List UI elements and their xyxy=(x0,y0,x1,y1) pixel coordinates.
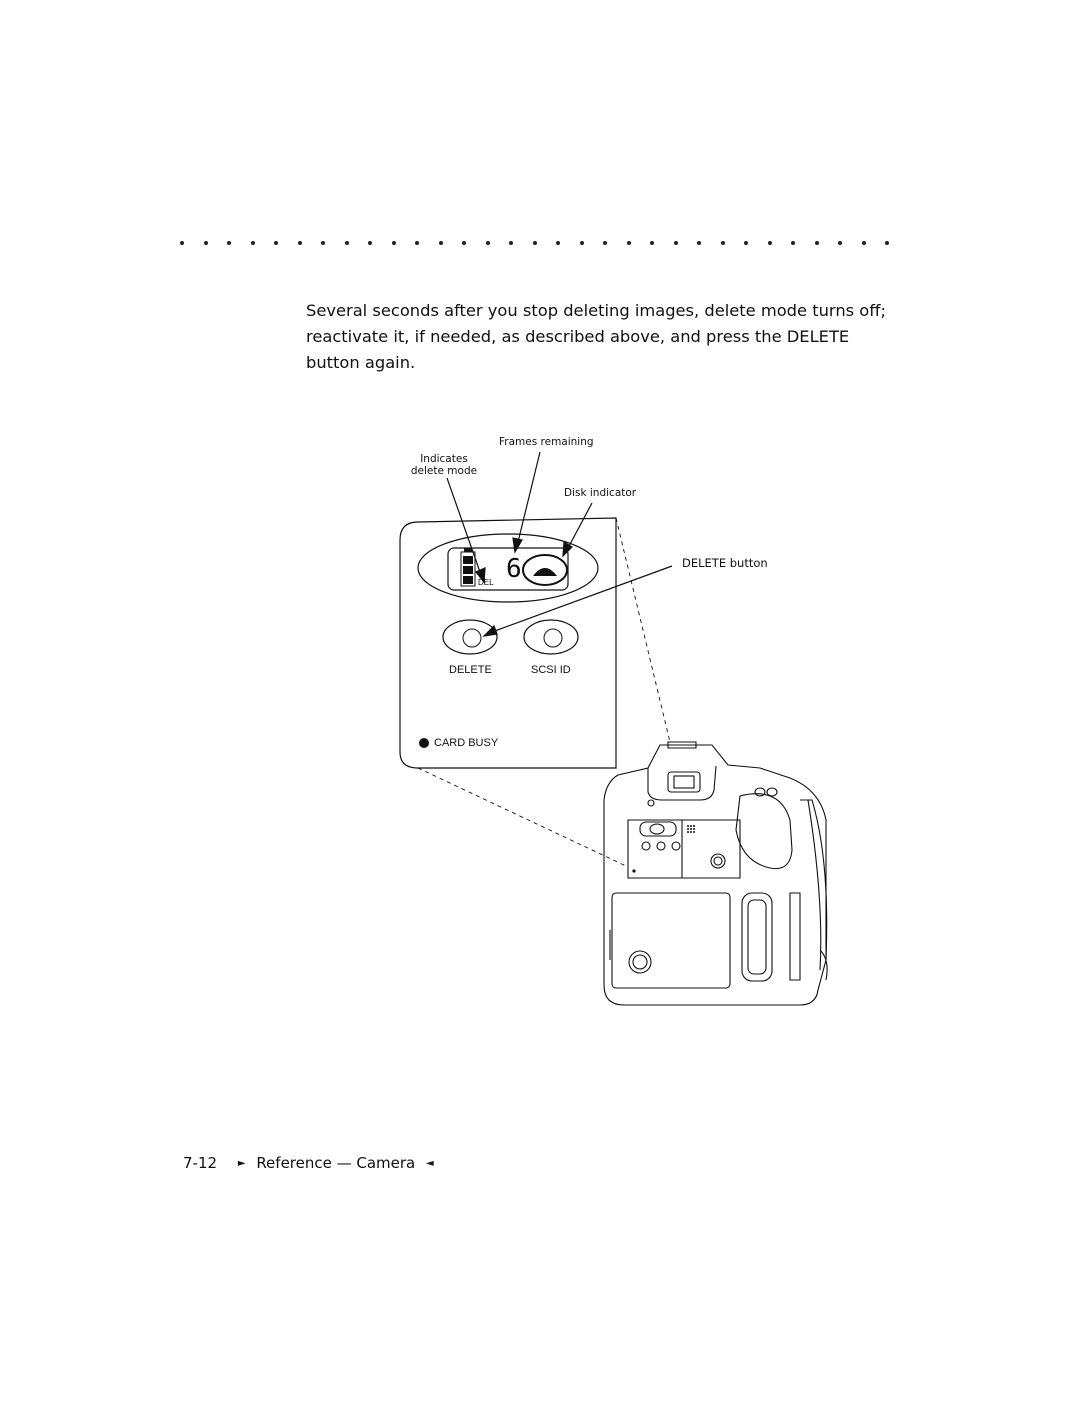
lcd-del-label: DEL xyxy=(478,578,494,587)
callout-indicates-delete-mode: Indicates delete mode xyxy=(410,453,478,477)
delete-button-housing xyxy=(442,619,498,655)
callout-arrows xyxy=(446,451,673,637)
separator-dot xyxy=(791,241,795,245)
separator-dot xyxy=(485,241,490,245)
separator-dot xyxy=(344,241,349,245)
separator-dot xyxy=(532,241,537,245)
callout-delete-button: DELETE button xyxy=(682,556,768,570)
delete-button xyxy=(462,628,482,648)
callout-frames-remaining: Frames remaining xyxy=(499,436,594,448)
panel-scsi-label: SCSI ID xyxy=(531,664,571,676)
scsi-button xyxy=(543,628,563,648)
scsi-button-housing xyxy=(523,619,579,655)
separator-dot xyxy=(180,241,184,245)
separator-dot xyxy=(297,241,302,245)
disk-indicator-icon xyxy=(522,554,568,586)
separator-dot xyxy=(274,241,278,245)
panel-delete-label: DELETE xyxy=(449,664,492,676)
card-busy-led xyxy=(419,738,429,748)
separator-dot xyxy=(838,241,842,245)
separator-dot xyxy=(368,241,372,245)
separator-dot xyxy=(814,241,819,245)
separator-dot xyxy=(391,241,396,245)
separator-dot xyxy=(250,241,255,245)
separator-dot xyxy=(579,241,584,245)
separator-dot xyxy=(438,241,443,245)
zoom-lines xyxy=(417,517,671,867)
separator-dot xyxy=(650,241,654,245)
lcd-frame-count: 6 xyxy=(506,554,522,584)
left-triangle-icon: ◄ xyxy=(426,1158,434,1169)
separator-dot xyxy=(227,241,231,245)
separator-dot xyxy=(626,241,631,245)
separator-dot xyxy=(720,241,725,245)
instruction-paragraph: Several seconds after you stop deleting … xyxy=(306,301,886,372)
panel-card-busy-label: CARD BUSY xyxy=(434,737,499,749)
right-triangle-icon: ► xyxy=(237,1158,246,1169)
separator-dot xyxy=(861,241,866,245)
separator-dot xyxy=(203,241,208,245)
separator-dot xyxy=(603,241,607,245)
separator-dot xyxy=(673,241,678,245)
battery-icon xyxy=(460,548,476,587)
separator-dot xyxy=(885,241,889,245)
camera-body xyxy=(603,741,828,1006)
separator-dot xyxy=(462,241,466,245)
page-footer: 7-12 ► Reference — Camera ◄ xyxy=(183,1154,440,1172)
lcd-window xyxy=(447,547,569,591)
separator-dot xyxy=(744,241,748,245)
separator-dot xyxy=(509,241,513,245)
page-number: 7-12 xyxy=(183,1154,218,1172)
camera-speaker-grille xyxy=(632,825,695,873)
separator-dot xyxy=(556,241,560,245)
separator-dot xyxy=(321,241,325,245)
separator-dot xyxy=(415,241,419,245)
dotted-separator xyxy=(180,232,895,252)
lcd-bezel xyxy=(417,533,599,603)
callout-disk-indicator: Disk indicator xyxy=(564,487,637,499)
separator-dot xyxy=(697,241,701,245)
section-title: Reference — Camera xyxy=(256,1154,416,1172)
panel-outline xyxy=(399,517,617,769)
separator-dot xyxy=(767,241,772,245)
